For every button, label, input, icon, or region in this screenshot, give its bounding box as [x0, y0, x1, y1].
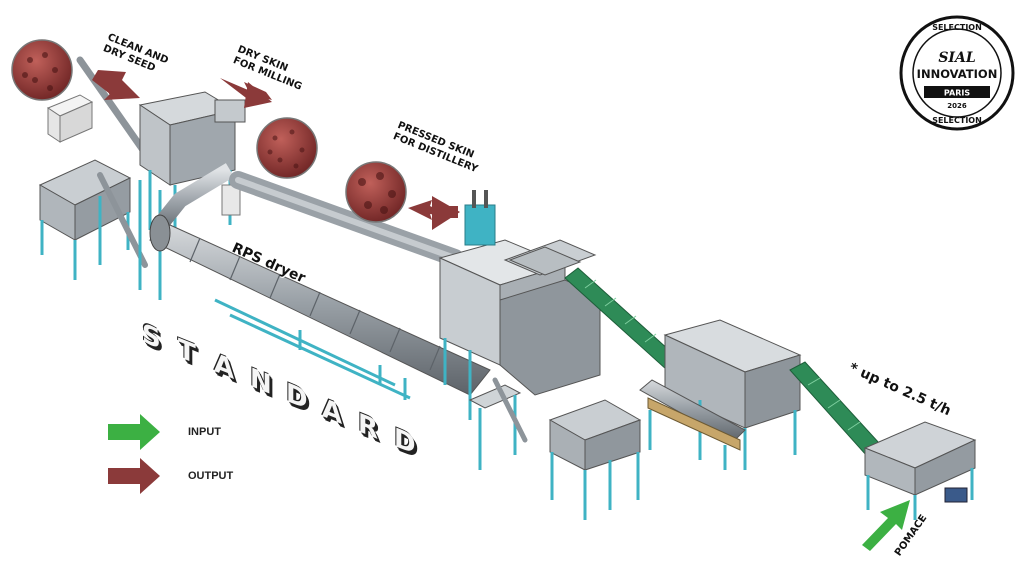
badge-brand: SIAL	[938, 50, 976, 66]
award-seal-icon: SELECTION SIAL INNOVATION PARIS 2026 SEL…	[899, 15, 1015, 131]
lower-tank	[468, 377, 528, 470]
screw-drum	[639, 379, 746, 470]
clean-seed-sample	[11, 39, 73, 101]
output-arrow-pressed-skin	[408, 196, 460, 230]
input-arrow-pomace	[862, 500, 910, 551]
legend-input-label: INPUT	[188, 426, 221, 438]
middle-hopper	[548, 399, 642, 520]
seed-hopper-box	[46, 94, 94, 143]
legend-output-label: OUTPUT	[188, 470, 234, 482]
badge-innovation: INNOVATION	[917, 67, 998, 81]
cleaning-station	[138, 91, 246, 245]
badge-top: SELECTION	[932, 23, 982, 32]
wash-drum	[663, 319, 802, 470]
badge-year: 2026	[947, 102, 967, 110]
rps-drum-dryer	[149, 214, 491, 400]
pressed-skin-sample	[345, 161, 407, 223]
pomace-hopper	[863, 421, 977, 520]
press-station	[438, 190, 601, 420]
left-hopper	[38, 159, 132, 280]
legend-output-arrow-icon	[108, 458, 160, 494]
output-arrow-seed	[92, 70, 140, 100]
legend-input-arrow-icon	[108, 414, 160, 450]
output-arrow-dry-skin	[220, 78, 272, 108]
badge-city: PARIS	[944, 89, 970, 98]
dry-skin-sample	[256, 117, 318, 179]
badge-bottom: SELECTION	[932, 116, 982, 125]
air-duct	[153, 163, 464, 267]
